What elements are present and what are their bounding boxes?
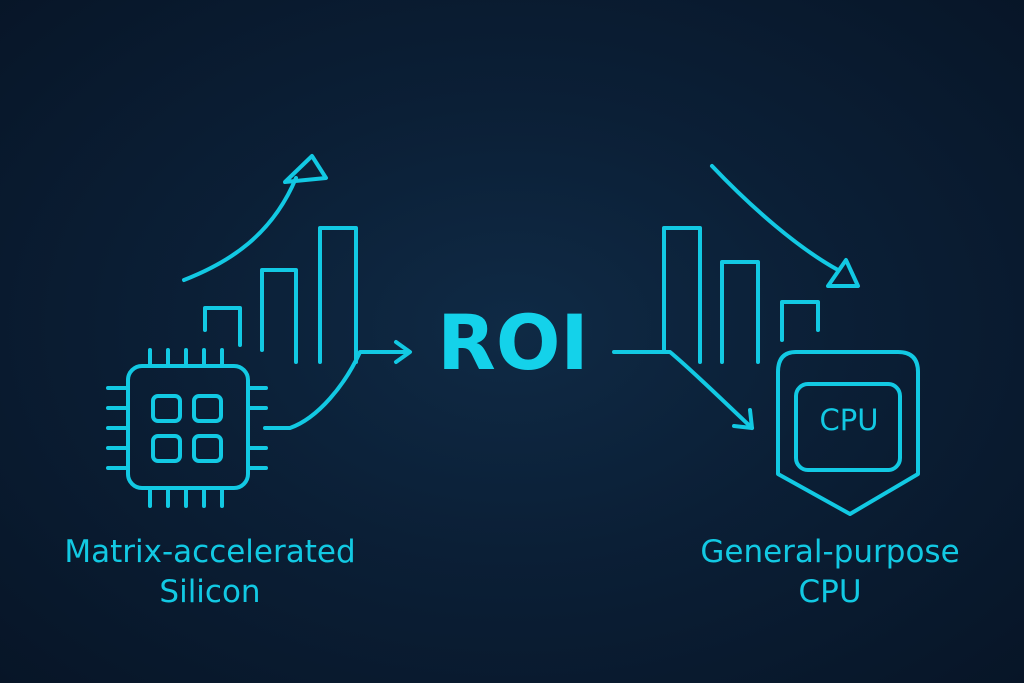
right-caption-line1: General-purpose [700, 534, 960, 570]
roi-title: ROI [437, 298, 589, 387]
cpu-chip-label: CPU [819, 403, 879, 437]
flow-arrow-to-cpu [612, 350, 754, 430]
left-caption: Matrix-accelerated Silicon [40, 532, 380, 612]
left-caption-line2: Silicon [159, 574, 261, 610]
bar-chart-icon [203, 226, 358, 364]
flow-arrow-to-roi [263, 340, 412, 430]
trend-down-arrow-icon [710, 164, 860, 288]
cpu-shield-icon [776, 350, 920, 516]
right-caption: General-purpose CPU [680, 532, 980, 612]
declining-bar-chart-icon [662, 226, 820, 364]
right-caption-line2: CPU [798, 574, 862, 610]
left-caption-line1: Matrix-accelerated [64, 534, 356, 570]
trend-up-arrow-icon [182, 154, 328, 282]
processor-chip-icon [106, 348, 268, 508]
